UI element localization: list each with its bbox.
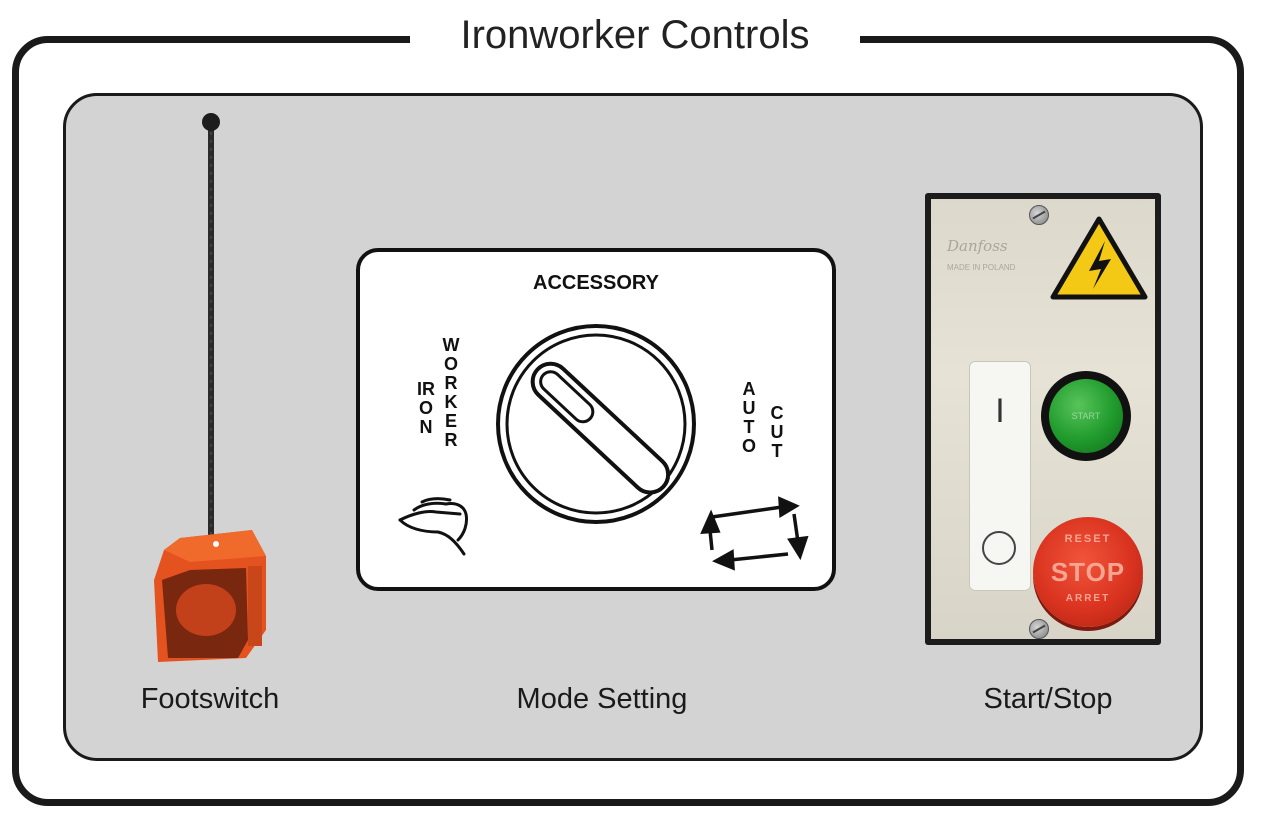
start-button[interactable]: START: [1049, 379, 1123, 453]
auto-label: AUTO: [741, 379, 756, 456]
arret-label: ARRET: [1065, 593, 1111, 604]
brand-subtext: MADE IN POLAND: [947, 263, 1016, 272]
footswitch[interactable]: [150, 110, 270, 670]
brand-logo: Danfoss: [947, 237, 1008, 255]
motor-starter: Danfoss MADE IN POLAND I START RESET STO…: [925, 193, 1161, 645]
footswitch-caption: Footswitch: [140, 683, 280, 715]
page-title: Ironworker Controls: [410, 12, 860, 58]
iron-label: IRON: [417, 379, 435, 437]
hand-icon: [398, 497, 468, 556]
cycle-arrows-icon: [700, 496, 809, 571]
rocker-on-symbol: I: [995, 392, 1005, 430]
high-voltage-icon: [1050, 216, 1148, 300]
mode-setting-plate: ACCESSORY IRON WORKER AUTO CUT: [356, 248, 836, 591]
cut-label: CUT: [770, 403, 784, 461]
mode-selector-dial[interactable]: [496, 324, 696, 524]
rocker-off-symbol: [982, 531, 1016, 565]
stop-label: STOP: [1050, 557, 1126, 587]
screw-icon: [1029, 619, 1049, 639]
starter-housing: Danfoss MADE IN POLAND I START RESET STO…: [931, 199, 1155, 639]
footswitch-pedal[interactable]: [176, 584, 236, 636]
start-button-bezel: START: [1041, 371, 1131, 461]
accessory-label: ACCESSORY: [533, 272, 659, 294]
reset-label: RESET: [1064, 533, 1112, 545]
power-rocker-switch[interactable]: I: [969, 361, 1031, 591]
worker-label: WORKER: [442, 335, 460, 450]
mode-setting-caption: Mode Setting: [516, 683, 688, 715]
footswitch-rod: [208, 120, 214, 540]
stop-button[interactable]: RESET STOP ARRET: [1033, 517, 1143, 627]
footswitch-knob: [202, 113, 220, 131]
start-stop-caption: Start/Stop: [983, 683, 1113, 715]
screw-icon: [1029, 205, 1049, 225]
